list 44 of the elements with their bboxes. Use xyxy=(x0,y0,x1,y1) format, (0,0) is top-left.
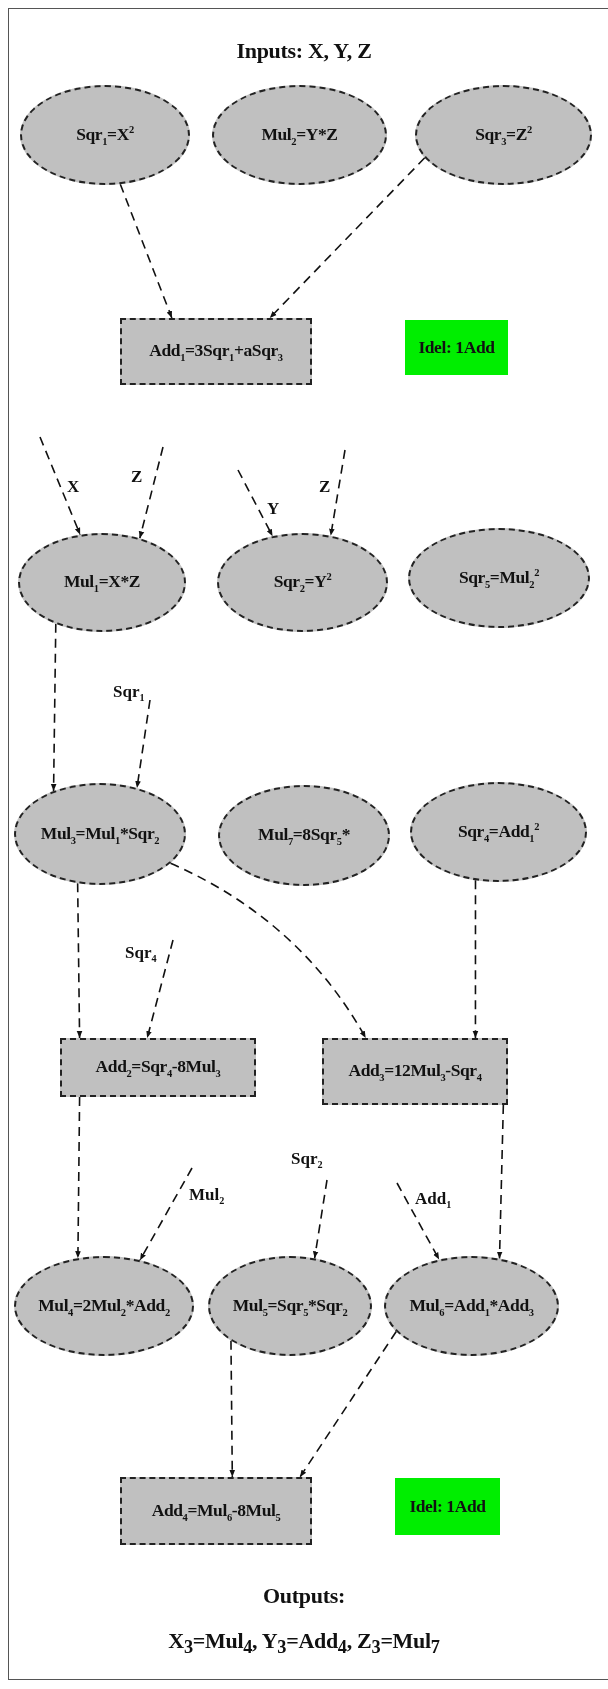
arrow xyxy=(119,183,173,319)
operation-box xyxy=(120,1477,312,1545)
formula-text: Add$_{2}$=Sqr$_{4}$-8Mul$_{3}$ xyxy=(95,1056,221,1079)
formula-text: Mul$_{4}$=2Mul$_{2}$*Add$_{2}$ xyxy=(38,1294,170,1318)
edge-label: Mul$_{2}$ xyxy=(188,1186,226,1207)
formula-text: Add$_{4}$=Mul$_{6}$-8Mul$_{5}$ xyxy=(151,1499,281,1523)
formula-text: Mul$_{3}$=Mul$_{1}$*Sqr$_{2}$ xyxy=(40,822,160,846)
arrow xyxy=(75,1096,81,1259)
formula-text: Idel: 1Add xyxy=(418,337,495,358)
arrow xyxy=(39,436,81,536)
arrow xyxy=(472,879,479,1039)
edge-label: Sqr$_{1}$ xyxy=(112,683,146,704)
formula-text: Add$_{1}$=3Sqr$_{1}$+aSqr$_{3}$ xyxy=(149,340,283,363)
formula-text: Mul$_{1}$=X*Z xyxy=(63,571,141,594)
output-text: X$_{3}$=Mul$_{4}$, Y$_{3}$=Add$_{4}$, Z$_{3}$=Mul$_{7}$ xyxy=(168,1628,440,1653)
arrow xyxy=(229,1339,236,1478)
formula-text: Sqr$_{1}$=X$^{2}$ xyxy=(76,123,134,147)
arrow xyxy=(138,446,164,540)
arrow xyxy=(169,862,367,1039)
title: Inputs: X, Y, Z xyxy=(236,38,372,63)
arrow xyxy=(268,157,426,319)
formula-text: Mul$_{6}$=Add$_{1}$*Add$_{3}$ xyxy=(409,1294,534,1318)
arrow xyxy=(135,699,151,789)
edge-label: Sqr$_{2}$ xyxy=(290,1150,324,1171)
formula-text: Mul$_{5}$=Sqr$_{5}$*Sqr$_{2}$ xyxy=(232,1294,348,1318)
edge-label: Sqr$_{4}$ xyxy=(124,944,158,965)
operation-box xyxy=(60,1038,256,1097)
arrow xyxy=(139,1167,193,1261)
operation-box xyxy=(120,318,312,385)
arrow xyxy=(50,623,57,792)
highlight-box xyxy=(405,320,508,375)
arrow xyxy=(299,1330,398,1478)
formula-text: Mul$_{7}$=8Sqr$_{5}$* xyxy=(258,824,350,847)
formula-text: Sqr$_{2}$=Y$^{2}$ xyxy=(273,571,332,594)
operation-box xyxy=(322,1038,508,1105)
formula-text: Mul$_{2}$=Y*Z xyxy=(261,123,338,147)
arrow xyxy=(146,939,174,1039)
output-text: Outputs: xyxy=(263,1583,345,1608)
formula-text: Sqr$_{3}$=Z$^{2}$ xyxy=(475,123,532,147)
formula-text: Add$_{3}$=12Mul$_{3}$-Sqr$_{4}$ xyxy=(348,1060,482,1083)
highlight-box xyxy=(395,1478,500,1535)
edge-label: Add$_{1}$ xyxy=(414,1190,453,1211)
formula-text: Idel: 1Add xyxy=(409,1496,486,1517)
arrow xyxy=(76,882,83,1039)
